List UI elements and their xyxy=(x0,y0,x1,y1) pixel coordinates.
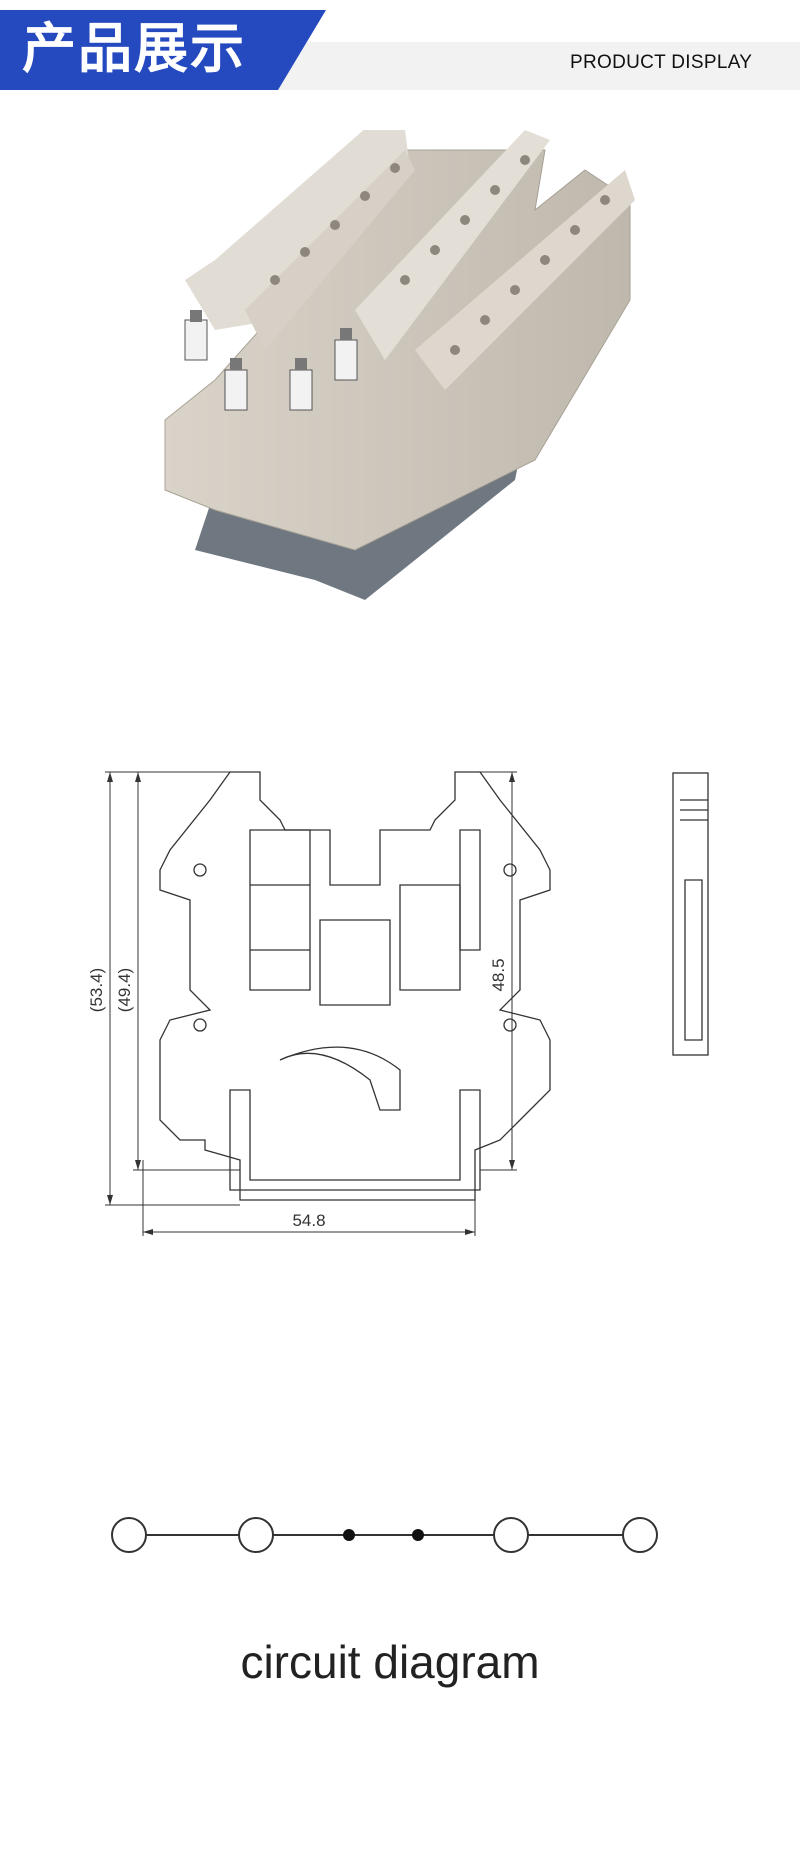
terminal-block-product-photo xyxy=(164,130,635,600)
dim-width: 54.8 xyxy=(292,1211,325,1230)
dim-overall-height: (53.4) xyxy=(87,968,106,1012)
header-blue-block xyxy=(0,10,326,90)
dim-inner-height: (49.4) xyxy=(115,968,134,1012)
circuit-node xyxy=(343,1529,355,1541)
dim-height: 48.5 xyxy=(489,958,508,991)
circuit-terminal xyxy=(111,1517,147,1553)
terminal-outline xyxy=(159,771,551,1201)
circuit-terminal xyxy=(238,1517,274,1553)
circuit-node xyxy=(412,1529,424,1541)
circuit-terminal xyxy=(622,1517,658,1553)
section-title: 产品展示 xyxy=(22,17,246,80)
section-subtitle: PRODUCT DISPLAY xyxy=(570,52,753,73)
circuit-terminal xyxy=(493,1517,529,1553)
circuit-diagram-label: circuit diagram xyxy=(240,1636,540,1688)
circuit-diagram xyxy=(111,1517,658,1553)
header-banner xyxy=(0,10,800,90)
header-gray-strip xyxy=(262,42,800,90)
dimension-drawing: (53.4) (49.4) 48.5 54.8 xyxy=(87,771,709,1236)
